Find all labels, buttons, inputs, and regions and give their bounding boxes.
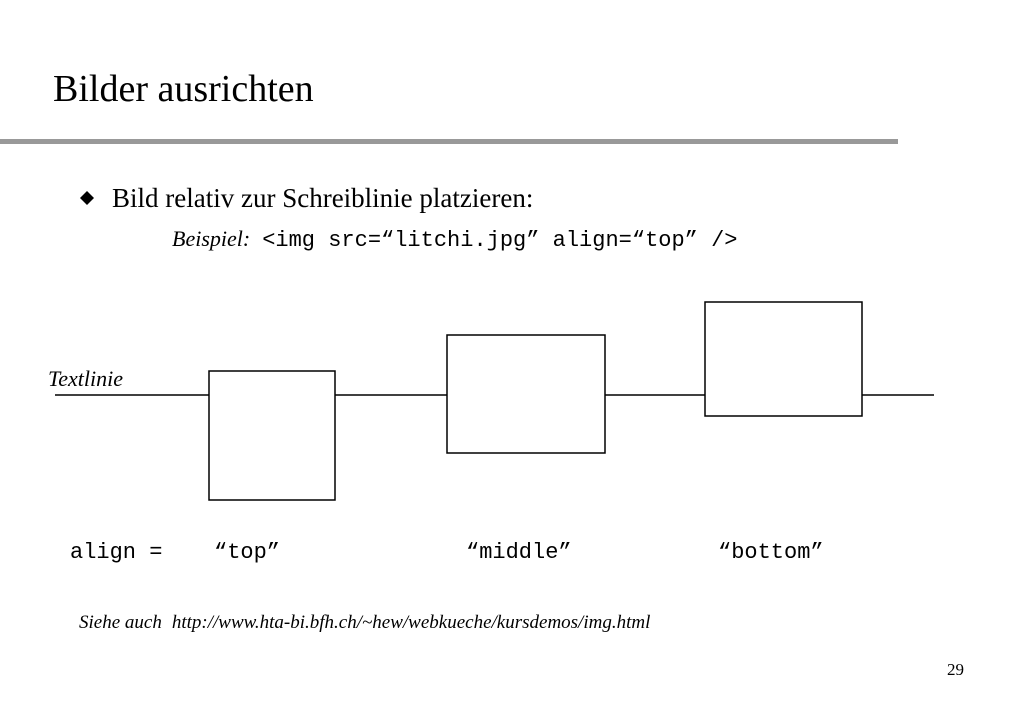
alignment-diagram (55, 301, 934, 501)
example-label: Beispiel: (172, 226, 251, 251)
image-box-middle (446, 334, 606, 454)
align-option-middle: “middle” (466, 540, 572, 565)
slide-title: Bilder ausrichten (53, 68, 314, 110)
image-box-top (208, 370, 336, 501)
see-also-line: Siehe auch http://www.hta-bi.bfh.ch/~hew/… (79, 610, 650, 636)
diamond-bullet-icon (80, 191, 94, 205)
page-number: 29 (947, 660, 964, 679)
see-also-label: Siehe auch (79, 612, 162, 633)
bullet-text: Bild relativ zur Schreiblinie platzieren… (112, 183, 534, 213)
image-box-bottom (704, 301, 863, 417)
example-line: Beispiel: <img src=“litchi.jpg” align=“to… (172, 224, 737, 256)
title-divider (0, 139, 898, 144)
align-label: align = (70, 540, 163, 565)
see-also-link[interactable]: http://www.hta-bi.bfh.ch/~hew/webkueche/… (171, 612, 651, 633)
baseline-label: Textlinie (48, 366, 123, 391)
align-option-top: “top” (214, 540, 281, 565)
example-code: <img src=“litchi.jpg” align=“top” /> (262, 228, 738, 253)
align-option-bottom: “bottom” (718, 540, 824, 565)
